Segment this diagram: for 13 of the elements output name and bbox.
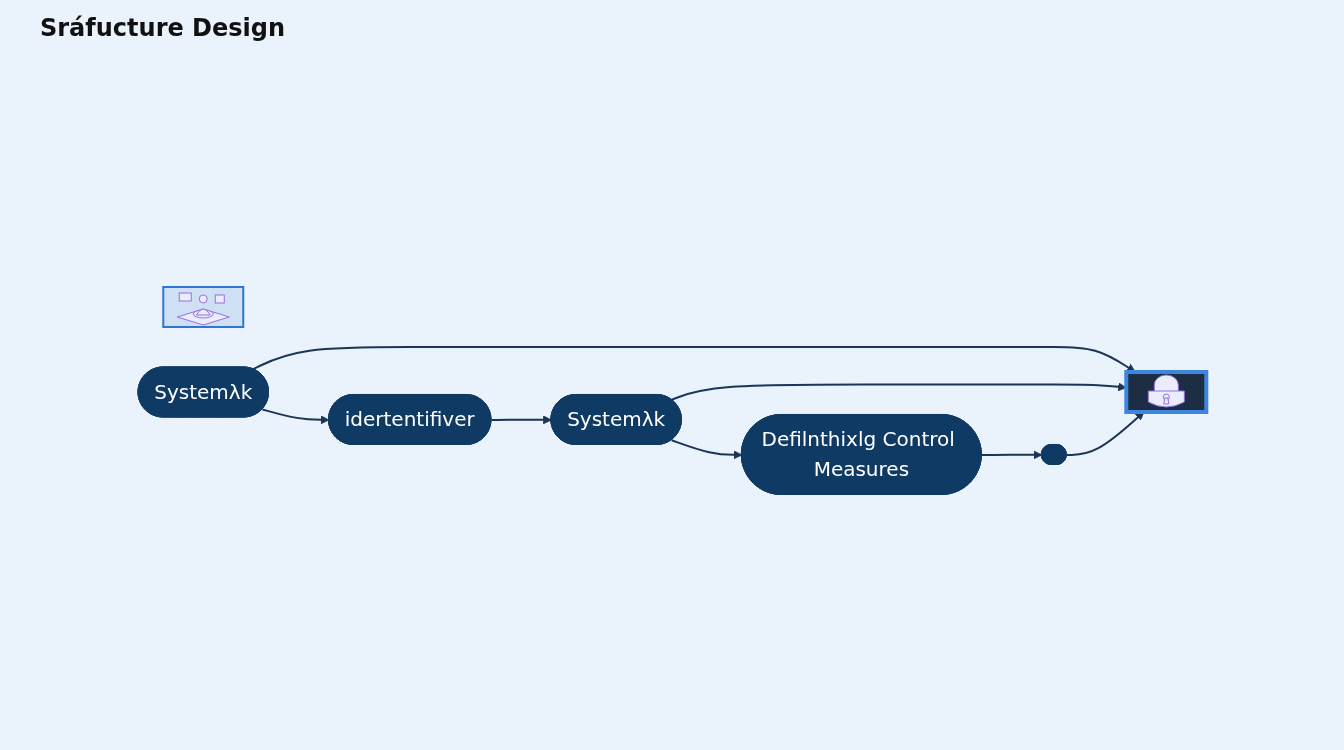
arrow	[261, 408, 330, 425]
arrow	[251, 346, 1136, 373]
step-pill: idertentifiver	[327, 394, 492, 446]
step-pill: Systemλk	[137, 366, 269, 418]
step-pill: Systemλk	[550, 394, 682, 446]
step-pill	[1040, 444, 1067, 466]
arrow	[490, 415, 552, 425]
arrow	[670, 439, 743, 460]
step-pill: Defilnthixlg Control Measures	[740, 414, 982, 496]
diagram-title: Sráfucture Design	[40, 14, 286, 42]
arrow	[980, 450, 1043, 460]
illustration-picture	[162, 286, 245, 329]
padlock-picture	[1124, 370, 1209, 415]
